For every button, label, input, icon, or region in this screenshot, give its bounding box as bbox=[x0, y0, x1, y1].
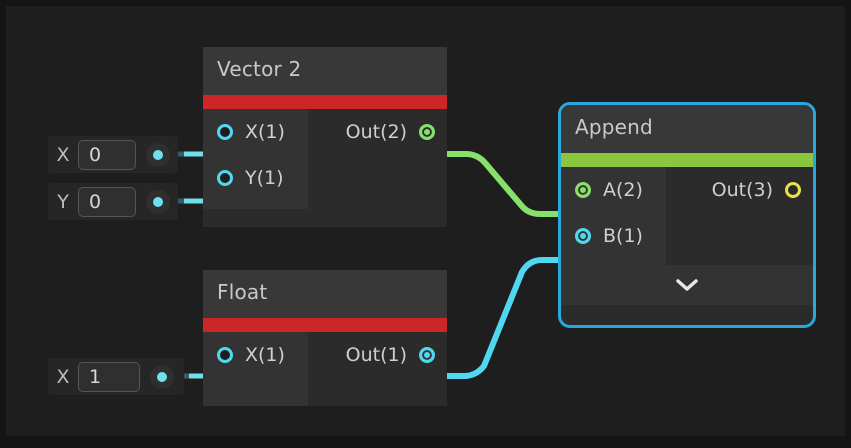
node-expander-bar[interactable] bbox=[561, 265, 813, 305]
node-input-column: A(2) B(1) bbox=[561, 167, 666, 265]
input-port-label: A(2) bbox=[603, 179, 643, 201]
widget-label: X bbox=[56, 365, 70, 388]
node-accent-bar bbox=[203, 318, 447, 332]
input-port-row[interactable]: X(1) bbox=[203, 332, 308, 378]
node-output-column: Out(2) bbox=[308, 109, 447, 209]
node-input-column: X(1) Y(1) bbox=[203, 109, 308, 209]
input-port-row[interactable]: A(2) bbox=[561, 167, 666, 213]
widget-output-dot[interactable] bbox=[146, 142, 170, 167]
output-port-icon[interactable] bbox=[419, 347, 435, 363]
widget-label: Y bbox=[57, 190, 69, 213]
widget-value-field[interactable]: 0 bbox=[78, 139, 136, 170]
input-port-row[interactable]: B(1) bbox=[561, 213, 666, 259]
node-accent-bar bbox=[203, 95, 447, 109]
input-port-label: Y(1) bbox=[245, 167, 284, 189]
chevron-down-icon[interactable] bbox=[676, 279, 698, 291]
node-output-column: Out(1) bbox=[308, 332, 447, 406]
input-port-icon[interactable] bbox=[217, 124, 233, 140]
widget-label: X bbox=[56, 143, 70, 166]
node-append[interactable]: Append A(2) B(1) Out(3) bbox=[558, 102, 816, 328]
node-accent-bar bbox=[561, 153, 813, 167]
node-title: Vector 2 bbox=[203, 47, 447, 95]
input-port-label: B(1) bbox=[603, 225, 643, 247]
output-port-icon[interactable] bbox=[419, 124, 435, 140]
node-title: Append bbox=[561, 105, 813, 153]
input-port-icon[interactable] bbox=[575, 228, 591, 244]
output-port-icon[interactable] bbox=[785, 182, 801, 198]
output-port-label: Out(2) bbox=[345, 121, 407, 143]
input-port-icon[interactable] bbox=[217, 347, 233, 363]
node-vector2[interactable]: Vector 2 X(1) Y(1) Out(2) bbox=[203, 47, 447, 227]
widget-value-field[interactable]: 0 bbox=[78, 186, 136, 217]
output-port-row[interactable]: Out(1) bbox=[308, 332, 447, 378]
input-port-label: X(1) bbox=[245, 121, 285, 143]
value-widget-vector2-x[interactable]: X 0 bbox=[48, 136, 178, 173]
input-port-row[interactable]: X(1) bbox=[203, 109, 308, 155]
output-port-label: Out(1) bbox=[345, 344, 407, 366]
widget-output-dot[interactable] bbox=[150, 364, 174, 389]
node-float[interactable]: Float X(1) Out(1) bbox=[203, 270, 447, 406]
widget-value-field[interactable]: 1 bbox=[78, 361, 140, 392]
input-port-row[interactable]: Y(1) bbox=[203, 155, 308, 201]
output-port-label: Out(3) bbox=[711, 179, 773, 201]
input-port-icon[interactable] bbox=[217, 170, 233, 186]
output-port-row[interactable]: Out(2) bbox=[308, 109, 447, 155]
widget-output-dot[interactable] bbox=[146, 189, 170, 214]
output-port-row[interactable]: Out(3) bbox=[666, 167, 813, 213]
node-input-column: X(1) bbox=[203, 332, 308, 406]
node-title: Float bbox=[203, 270, 447, 318]
value-widget-vector2-y[interactable]: Y 0 bbox=[48, 183, 178, 220]
input-port-icon[interactable] bbox=[575, 182, 591, 198]
input-port-label: X(1) bbox=[245, 344, 285, 366]
node-output-column: Out(3) bbox=[666, 167, 813, 265]
value-widget-float-x[interactable]: X 1 bbox=[48, 358, 184, 395]
